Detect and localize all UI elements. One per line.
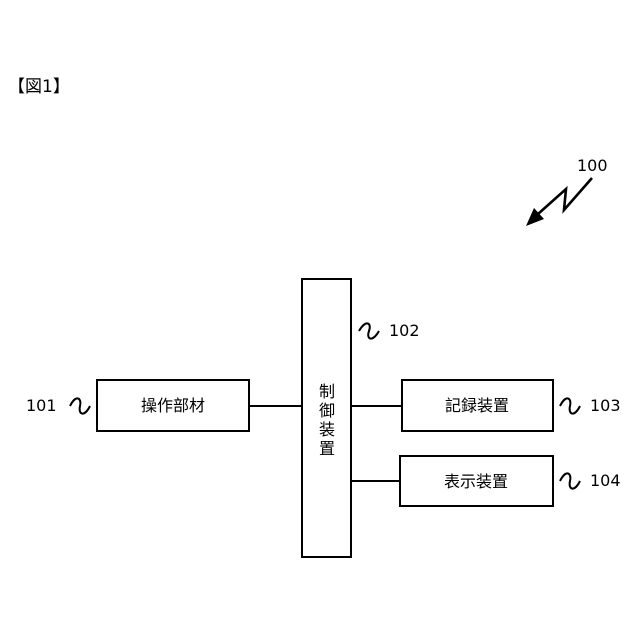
- system-ref-label: 100: [577, 156, 608, 175]
- control-ref-squiggle: [359, 323, 379, 338]
- control-ref-label: 102: [389, 321, 420, 340]
- operation-ref-squiggle: [70, 398, 90, 413]
- recording-device-label: 記録装置: [445, 396, 509, 415]
- recording-ref-squiggle: [560, 398, 580, 413]
- control-device-label-char: 御: [319, 401, 335, 420]
- display-ref-label: 104: [590, 471, 621, 490]
- operation-member-label: 操作部材: [141, 396, 205, 415]
- control-device-label-char: 制: [319, 382, 335, 401]
- recording-ref-label: 103: [590, 396, 621, 415]
- system-ref-leader: [538, 178, 592, 214]
- control-device-label-char: 置: [319, 439, 335, 458]
- operation-ref-label: 101: [26, 396, 57, 415]
- control-device-label-char: 装: [319, 420, 335, 439]
- display-ref-squiggle: [560, 473, 580, 488]
- display-device-label: 表示装置: [444, 472, 508, 491]
